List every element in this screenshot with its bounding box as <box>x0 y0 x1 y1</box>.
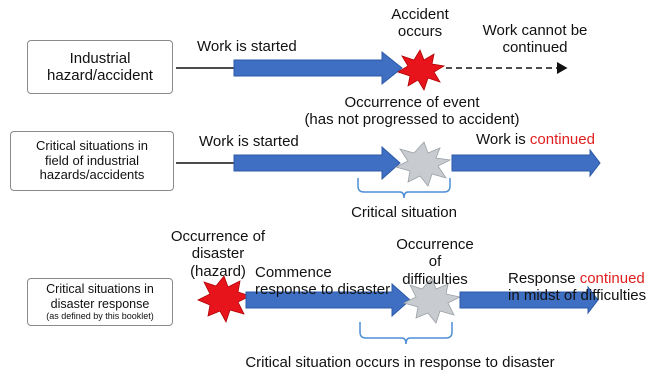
row1-accident-burst <box>397 49 446 91</box>
row2-end-prefix: Work is <box>476 131 526 148</box>
row2-arrow-text: Work is started <box>199 133 299 150</box>
row3-arrow-text: Commence response to disaster <box>255 264 390 299</box>
row2-bracket-label: Critical situation <box>351 204 457 221</box>
row2-label-line3: hazards/accidents <box>39 167 145 183</box>
row2-event-line1: Occurrence of event <box>344 94 480 111</box>
row2-continue-arrow <box>451 148 601 178</box>
row3-label-box: Critical situations in disaster response… <box>27 278 173 326</box>
row1-event-text: Accident occurs <box>388 6 452 41</box>
row3-disaster-burst <box>197 275 252 323</box>
row3-event-text: Occurrence of difficulties <box>390 236 480 288</box>
row3-arrow-line1: Commence <box>255 264 332 281</box>
row2-end-text: Work is continued <box>476 131 595 148</box>
row3-end-prefix: Response <box>508 270 576 287</box>
row3-continue-arrow <box>459 285 599 315</box>
row3-label-line2: disaster response <box>50 296 150 311</box>
row3-end-line2: in midst of difficulties <box>508 287 647 305</box>
row2-label-box: Critical situations in field of industri… <box>10 131 174 191</box>
row3-label-note: (as defined by this booklet) <box>46 311 154 322</box>
row1-blue-arrow <box>233 50 403 86</box>
row3-event-line1: Occurrence <box>396 236 474 253</box>
row3-arrow-line2: response to disaster <box>255 281 391 299</box>
row3-start-line3: (hazard) <box>190 262 246 280</box>
row2-end-highlight: continued <box>529 131 595 148</box>
row1-event-line2: occurs <box>397 23 443 41</box>
row3-blue-arrow <box>245 282 411 318</box>
row1-end-line2: continued <box>502 39 568 57</box>
row1-label-line1: Industrial <box>69 49 131 67</box>
row2-label-line1: Critical situations in <box>36 137 148 153</box>
row1-label-line2: hazard/accident <box>47 67 153 84</box>
row3-label-line1: Critical situations in <box>46 282 154 297</box>
row1-event-line1: Accident <box>391 6 449 23</box>
row3-event-line2: of <box>428 253 442 271</box>
row2-blue-arrow <box>233 145 401 181</box>
row3-end-highlight: continued <box>579 270 645 287</box>
row3-bracket-label: Critical situation occurs in response to… <box>245 354 555 371</box>
row3-event-line3: difficulties <box>402 270 468 288</box>
row2-event-text: Occurrence of event (has not progressed … <box>282 94 542 129</box>
row3-start-line2: disaster <box>191 245 245 263</box>
row1-end-line1: Work cannot be <box>482 22 588 39</box>
row2-label-line2: field of industrial <box>45 152 139 168</box>
row3-end-line1-wrap: Response continued <box>508 270 646 287</box>
row1-label-box: Industrial hazard/accident <box>27 40 173 94</box>
row1-arrow-text: Work is started <box>197 38 297 55</box>
row3-bracket <box>359 322 453 345</box>
row2-bracket <box>357 178 451 199</box>
row2-event-burst <box>394 141 452 187</box>
row1-end-text: Work cannot be continued <box>470 22 600 57</box>
row3-start-text: Occurrence of disaster (hazard) <box>160 228 276 280</box>
row3-difficulties-burst <box>402 277 462 324</box>
row2-event-line2: (has not progressed to accident) <box>304 111 520 129</box>
row3-end-text: Response continued in midst of difficult… <box>508 270 646 305</box>
row3-start-line1: Occurrence of <box>170 228 266 245</box>
